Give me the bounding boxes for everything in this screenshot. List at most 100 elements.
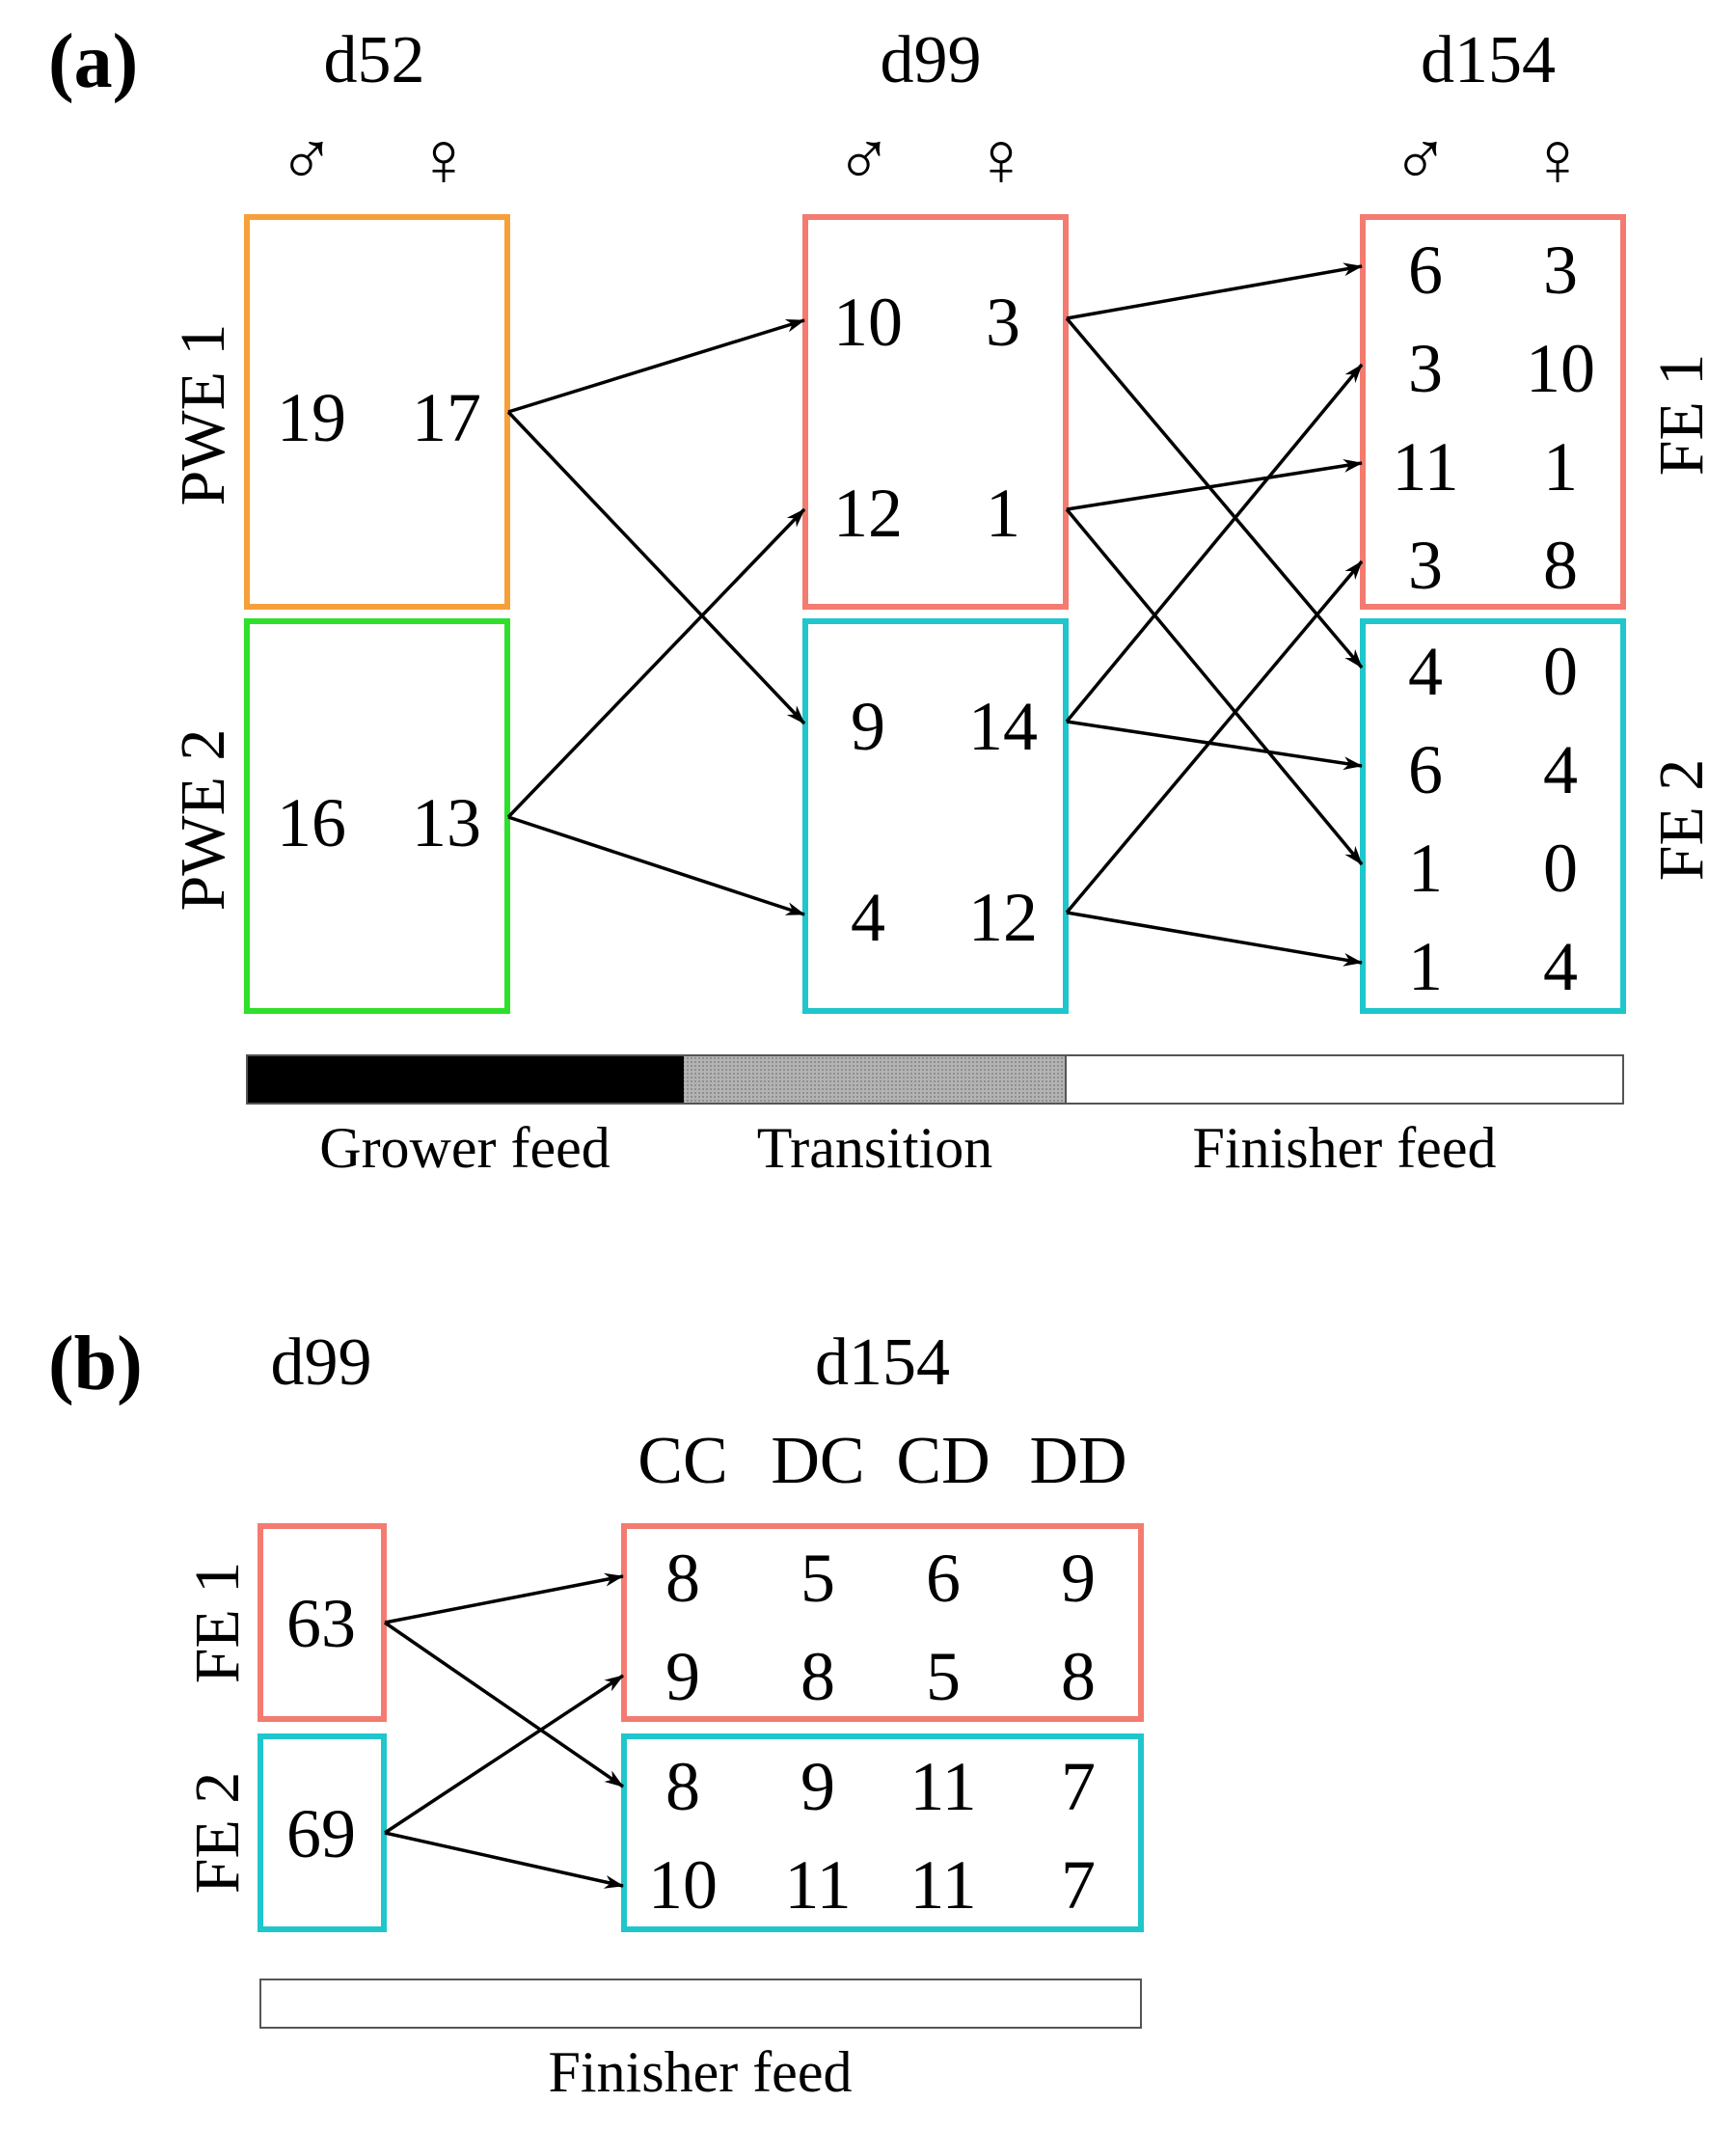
column-cc: CC (637, 1424, 727, 1498)
feed-bar-outline (246, 1054, 1624, 1105)
label-fe2: FE 2 (1646, 759, 1717, 882)
count-b-fe2-r2-dd: 7 (1061, 1846, 1096, 1924)
feed-bar-grower (247, 1055, 684, 1104)
arrow-b-fe2-to-fe1 (384, 1674, 624, 1835)
column-dc: DC (771, 1424, 864, 1498)
box-fe2-d99 (802, 618, 1069, 1014)
label-fe1: FE 1 (1646, 354, 1717, 477)
count-d154-fe1-row3-male: 11 (1392, 428, 1458, 505)
count-d154-fe1-row4-female: 8 (1543, 527, 1578, 604)
panel-a-label: (a) (48, 19, 138, 104)
count-b-fe2-r1-cc: 8 (665, 1748, 700, 1825)
female-symbol-d154: ♀ (1529, 118, 1587, 203)
count-d154-fe2-row1-male: 4 (1408, 633, 1443, 710)
count-d154-fe1-row1-female: 3 (1543, 232, 1578, 309)
arrow-pwe1-to-fe1 (507, 318, 805, 414)
count-b-fe1-r2-cc: 9 (665, 1638, 700, 1715)
count-b-fe2-r2-dc: 11 (784, 1846, 851, 1924)
count-d154-fe1-row2-male: 3 (1408, 330, 1443, 407)
column-dd: DD (1029, 1424, 1126, 1498)
count-b-fe2-r1-cd: 11 (909, 1748, 976, 1825)
box-b-fe1-d99 (258, 1523, 387, 1722)
count-b-fe2-r1-dd: 7 (1061, 1748, 1096, 1825)
count-b-fe1-d99: 63 (286, 1585, 356, 1662)
count-d99-fe1-pwe2-female: 1 (986, 475, 1020, 552)
feed-bar-finisher (1065, 1054, 1624, 1105)
count-b-fe1-r1-dc: 5 (800, 1540, 835, 1617)
box-b-fe2-d154 (621, 1733, 1144, 1932)
male-symbol-d99: ♂ (835, 118, 893, 203)
female-symbol-d52: ♀ (415, 118, 473, 203)
arrow-pwe2-to-fe2 (507, 815, 805, 916)
feed-label-finisher: Finisher feed (1193, 1116, 1497, 1180)
count-d99-fe2-pwe2-female: 12 (968, 879, 1038, 956)
count-d154-fe1-row3-female: 1 (1543, 428, 1578, 505)
count-b-fe1-r2-dd: 8 (1061, 1638, 1096, 1715)
count-b-fe2-r1-dc: 9 (800, 1748, 835, 1825)
count-d154-fe2-row2-female: 4 (1543, 731, 1578, 808)
feed-label-grower: Grower feed (319, 1116, 610, 1180)
arrow-d99-fe1r1-to-fe2 (1065, 316, 1364, 669)
arrow-pwe2-to-fe1 (506, 507, 806, 819)
female-symbol-d99: ♀ (972, 118, 1030, 203)
count-b-fe1-r2-dc: 8 (800, 1638, 835, 1715)
male-symbol-d52: ♂ (278, 118, 336, 203)
count-d154-fe1-row1-male: 6 (1408, 232, 1443, 309)
count-d99-fe2-pwe1-male: 9 (851, 688, 885, 765)
feed-bar-b-finisher (259, 1979, 1142, 2029)
arrow-d99-fe2r1-to-fe2 (1066, 720, 1363, 771)
label-pwe2: PWE 2 (168, 729, 238, 912)
count-d154-fe1-row2-female: 10 (1526, 330, 1595, 407)
arrow-pwe1-to-fe2 (506, 410, 806, 725)
arrow-b-fe1-to-fe1 (384, 1572, 624, 1624)
count-pwe1-female: 17 (412, 379, 481, 456)
count-d154-fe2-row4-female: 4 (1543, 928, 1578, 1005)
arrow-d99-fe2r2-to-fe2 (1066, 911, 1363, 967)
count-pwe2-female: 13 (412, 784, 481, 861)
count-b-fe2-r2-cd: 11 (909, 1846, 976, 1924)
count-d154-fe2-row3-female: 0 (1543, 830, 1578, 907)
arrow-d99-fe1r2-to-fe1 (1066, 459, 1363, 511)
count-d99-fe2-pwe1-female: 14 (968, 688, 1038, 765)
timepoint-b-d154: d154 (815, 1325, 950, 1400)
box-pwe1-d52 (244, 214, 510, 610)
count-d154-fe2-row3-male: 1 (1408, 830, 1443, 907)
count-d154-fe2-row4-male: 1 (1408, 928, 1443, 1005)
feed-label-b-finisher: Finisher feed (549, 2040, 853, 2104)
box-b-fe2-d99 (258, 1733, 387, 1932)
count-d99-fe1-pwe2-male: 12 (833, 475, 903, 552)
count-d99-fe1-pwe1-female: 3 (986, 284, 1020, 361)
feed-label-transition: Transition (757, 1116, 993, 1180)
count-d99-fe1-pwe1-male: 10 (833, 284, 903, 361)
count-b-fe1-r2-cd: 5 (926, 1638, 961, 1715)
box-b-fe1-d154 (621, 1523, 1144, 1722)
count-pwe1-male: 19 (277, 379, 346, 456)
feed-bar-transition (684, 1055, 1066, 1104)
arrow-d99-fe1r1-to-fe1 (1066, 262, 1363, 320)
count-d154-fe2-row1-female: 0 (1543, 633, 1578, 710)
label-b-fe1: FE 1 (182, 1562, 253, 1684)
panel-b-label: (b) (48, 1322, 143, 1406)
box-fe1-d99 (802, 214, 1069, 610)
arrow-b-fe2-to-fe2 (384, 1831, 624, 1889)
arrow-d99-fe1r2-to-fe2 (1065, 507, 1364, 866)
timepoint-d99: d99 (881, 23, 982, 97)
count-b-fe2-d99: 69 (286, 1795, 356, 1872)
arrow-d99-fe2r1-to-fe1 (1065, 363, 1364, 723)
count-d99-fe2-pwe2-male: 4 (851, 879, 885, 956)
box-fe2-d154 (1360, 618, 1626, 1014)
arrow-b-fe1-to-fe2 (384, 1621, 624, 1788)
timepoint-d52: d52 (324, 23, 425, 97)
count-d154-fe1-row4-male: 3 (1408, 527, 1443, 604)
count-b-fe1-r1-cd: 6 (926, 1540, 961, 1617)
count-d154-fe2-row2-male: 6 (1408, 731, 1443, 808)
timepoint-d154: d154 (1421, 23, 1556, 97)
timepoint-b-d99: d99 (271, 1325, 372, 1400)
column-cd: CD (896, 1424, 990, 1498)
label-b-fe2: FE 2 (182, 1772, 253, 1895)
label-pwe1: PWE 1 (168, 324, 238, 506)
arrow-d99-fe2r2-to-fe1 (1065, 560, 1364, 914)
count-b-fe2-r2-cc: 10 (648, 1846, 718, 1924)
box-fe1-d154 (1360, 214, 1626, 610)
